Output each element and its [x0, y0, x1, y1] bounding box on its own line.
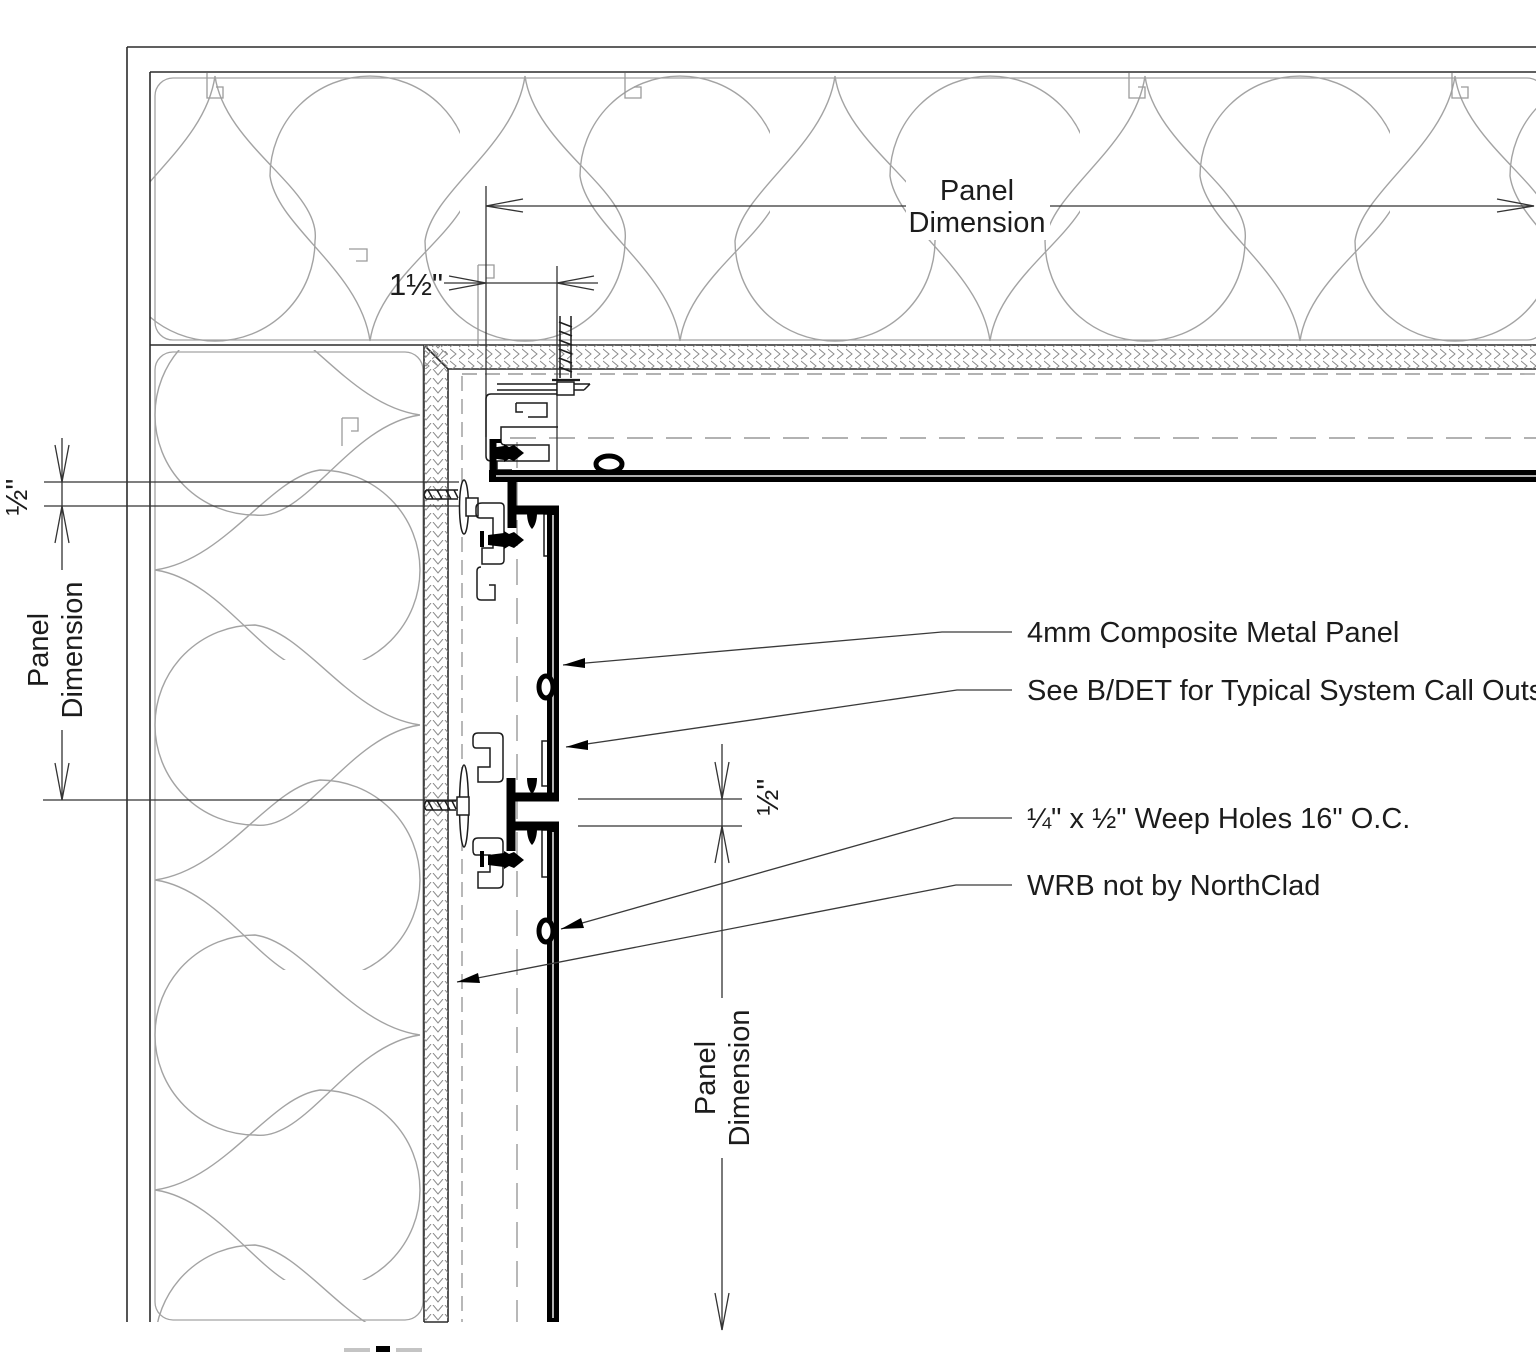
dim-panel-top-line2: Dimension — [909, 207, 1046, 239]
clip-extrusion-corner — [423, 479, 551, 601]
insulation-batt-left-wall — [150, 350, 424, 1322]
insulation-batt-top-wall — [150, 72, 1536, 345]
text-mask — [24, 570, 102, 730]
cropped-title-mark — [376, 1346, 390, 1352]
top-track-bracket — [1451, 73, 1469, 99]
weep-hole-oval — [536, 673, 556, 701]
clip-hook-lower — [476, 566, 496, 601]
clip-inner-hook — [515, 402, 548, 418]
callout-system-callouts: See B/DET for Typical System Call Outs — [1027, 675, 1536, 707]
text-mask — [906, 170, 1050, 240]
cropped-title-mark-faint — [344, 1348, 370, 1352]
leader-arrow-icon — [561, 918, 584, 929]
panel-clips — [423, 316, 591, 889]
top-track-bracket — [624, 73, 642, 99]
leader-arrow-icon — [457, 973, 480, 983]
clip-hook-upper — [472, 732, 504, 783]
leader-line-wrb — [456, 884, 1012, 983]
leader-line-panel — [562, 631, 1012, 666]
sheathing-hatch-top — [424, 345, 1536, 369]
clip-hook — [475, 502, 505, 565]
screw-threads — [558, 321, 573, 373]
leader-arrow-icon — [566, 740, 588, 750]
screw-shaft — [423, 800, 456, 811]
dim-panel-left-line1: Panel — [23, 613, 55, 687]
gasket-drip — [527, 778, 537, 794]
dim-arrow-icon — [714, 1292, 730, 1331]
cropped-title-mark-faint — [396, 1348, 422, 1352]
screw-head-bar — [480, 531, 484, 547]
joint-gaskets — [527, 513, 537, 845]
dashed-reference-lines — [461, 373, 1536, 1322]
metal-panel-soffit — [489, 439, 1536, 528]
batt-outline-top — [154, 77, 1536, 341]
dim-arrow-icon — [448, 275, 487, 291]
screw-head — [556, 381, 575, 396]
weep-hole-oval — [536, 917, 556, 945]
panel-screw — [490, 444, 524, 462]
hex-head — [465, 497, 479, 517]
clip-extrusion-joint — [423, 732, 551, 889]
attachment-screws — [480, 444, 524, 869]
dim-arrow-icon — [54, 762, 70, 801]
weep-hole-oval — [593, 453, 625, 475]
dim-panel-bottom-line1: Panel — [690, 1041, 722, 1115]
screw-head-bar — [480, 851, 484, 867]
leader-line-weep — [560, 817, 1012, 930]
leader-line-system — [565, 689, 1012, 748]
callout-composite-panel: 4mm Composite Metal Panel — [1027, 617, 1399, 649]
callout-wrb: WRB not by NorthClad — [1027, 870, 1320, 902]
dim-arrow-icon — [1496, 198, 1535, 213]
dim-arrow-icon — [485, 198, 524, 213]
dim-arrow-icon — [54, 444, 70, 483]
metal-panel-wall-lower — [514, 821, 559, 1322]
batt-loop-pattern-left — [150, 350, 424, 1322]
dim-arrow-icon — [714, 825, 730, 864]
dim-panel-bottom-line2: Dimension — [724, 1010, 756, 1147]
callout-leaders — [456, 631, 1012, 983]
left-furring-bracket — [341, 417, 359, 446]
dim-half-inch-joint: ½" — [750, 779, 785, 816]
hex-head — [456, 796, 470, 816]
leader-arrowheads — [457, 658, 588, 983]
dim-one-half-inch: 1½" — [389, 267, 443, 302]
dim-panel-left-line2: Dimension — [57, 582, 89, 719]
leader-arrow-icon — [563, 658, 585, 668]
dim-panel-top-line1: Panel — [940, 175, 1014, 207]
screw-threads — [427, 489, 459, 500]
panel-screw — [488, 851, 524, 869]
sheathing-hatch-left — [424, 345, 448, 1322]
gasket-drip — [527, 829, 537, 845]
screw-threads — [427, 800, 457, 811]
gasket-drip — [527, 513, 537, 529]
text-labels: Panel Dimension 1½" ½" Panel Dimension ½… — [0, 170, 1536, 1158]
screw-fastener-top — [552, 316, 580, 396]
text-mask — [692, 998, 768, 1158]
left-track-bracket — [349, 248, 368, 262]
batt-outline-left — [154, 351, 424, 1321]
batt-loop-pattern-top — [150, 72, 1536, 345]
dim-arrow-icon — [714, 761, 730, 800]
top-track-bracket — [1128, 73, 1146, 99]
top-track-bracket — [206, 73, 224, 99]
callout-weep-holes: ¼" x ½" Weep Holes 16" O.C. — [1027, 803, 1410, 835]
dim-arrow-icon — [556, 275, 595, 291]
metal-panels — [489, 439, 1536, 1322]
panel-screw — [488, 531, 524, 549]
stud-brackets — [206, 73, 1469, 446]
clip-hook-lower — [472, 837, 504, 889]
dim-half-inch-left: ½" — [0, 479, 34, 516]
metal-panel-wall-upper — [514, 505, 559, 802]
dim-arrow-icon — [54, 505, 70, 544]
clip-body — [485, 393, 558, 462]
